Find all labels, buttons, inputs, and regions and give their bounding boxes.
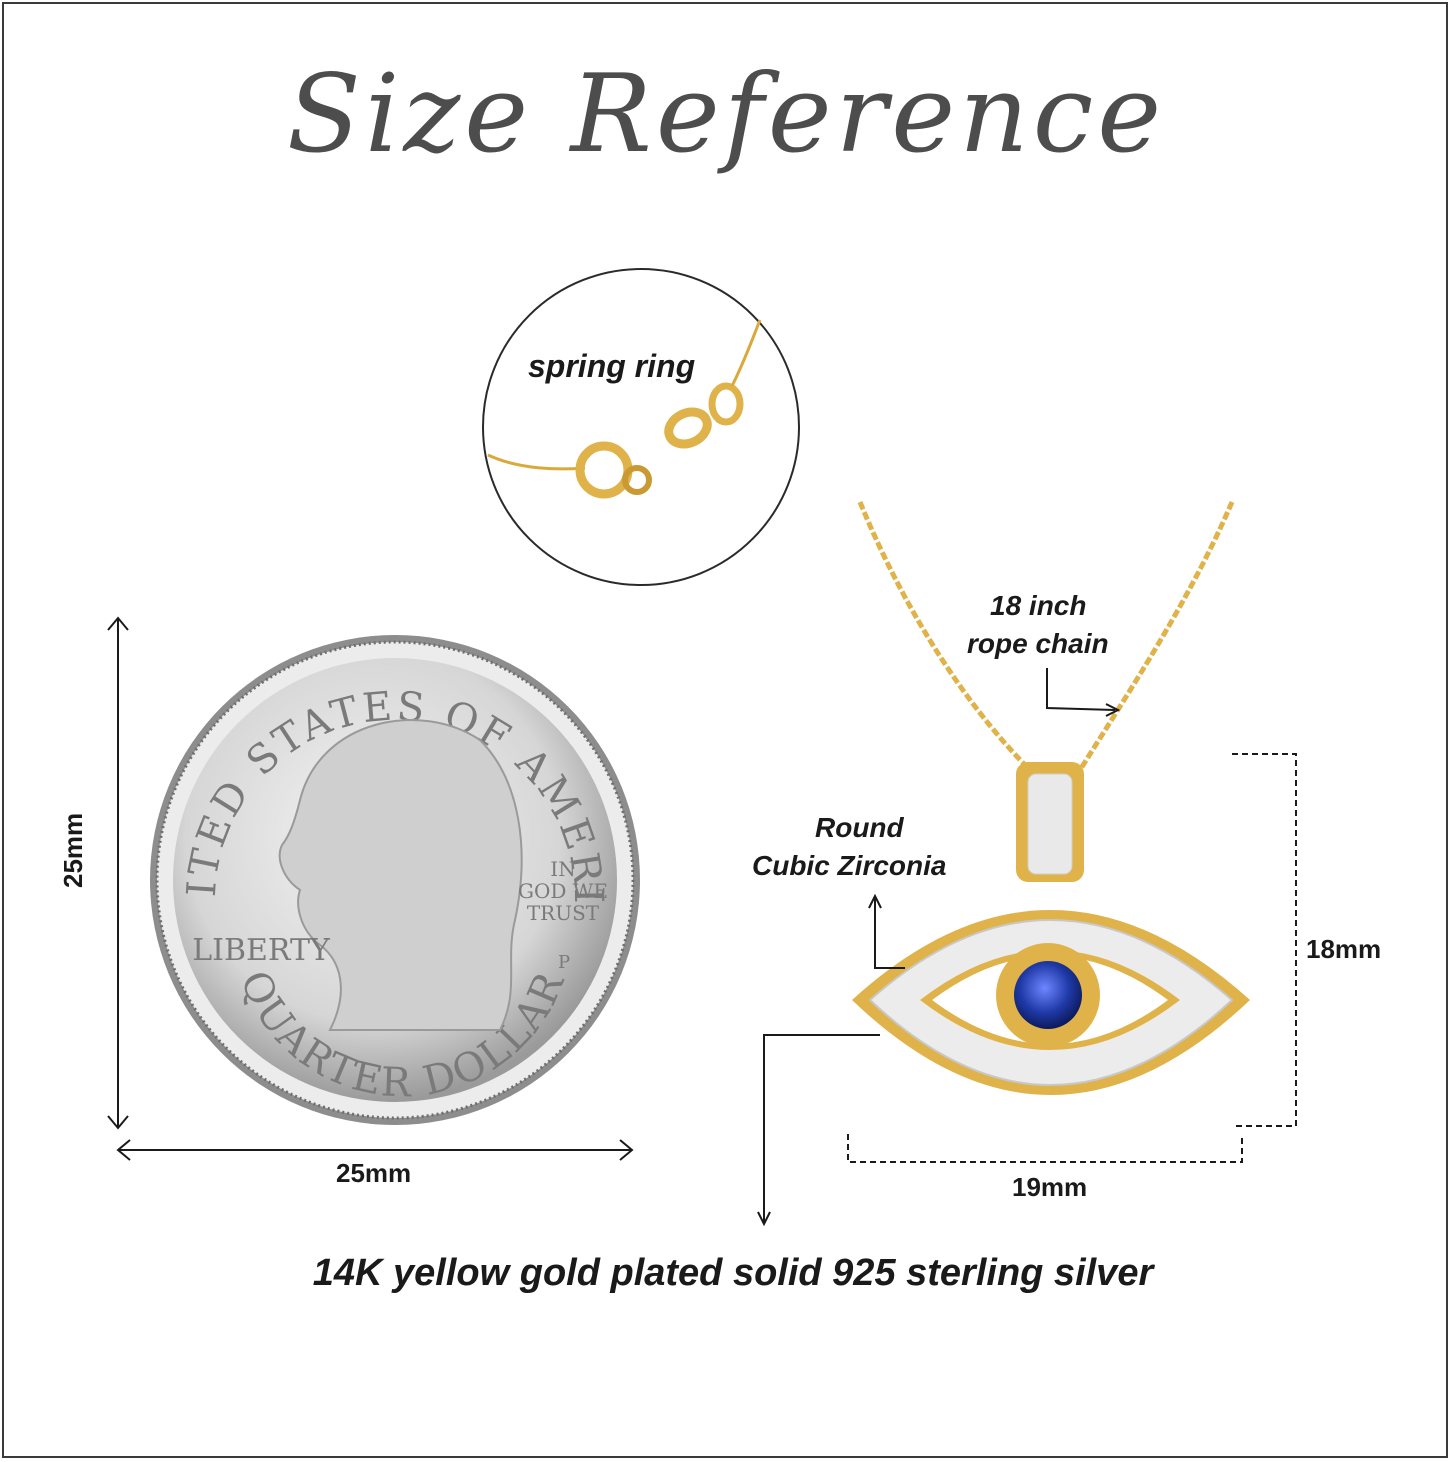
pendant-width-bracket bbox=[847, 1134, 1243, 1163]
coin-motto-1: IN bbox=[550, 857, 575, 881]
pendant-height-bracket bbox=[1232, 753, 1297, 1127]
portrait-silhouette bbox=[278, 719, 523, 1031]
stone-label-line1: Round bbox=[815, 812, 904, 843]
coin-width-arrow bbox=[116, 1139, 634, 1161]
stone-label-arrow bbox=[868, 893, 905, 969]
material-caption: 14K yellow gold plated solid 925 sterlin… bbox=[312, 1252, 1154, 1294]
sapphire-stone bbox=[1014, 961, 1082, 1029]
clasp-detail-circle bbox=[482, 268, 800, 586]
coin-width-label: 25mm bbox=[336, 1158, 412, 1188]
evil-eye-pendant-image bbox=[852, 762, 1250, 1095]
coin-motto-2: GOD WE bbox=[518, 879, 608, 903]
chain-label-arrow bbox=[1046, 668, 1121, 717]
quarter-coin-image: UNITED STATES OF AMERICA QUARTER DOLLAR … bbox=[0, 0, 640, 1125]
page-title: Size Reference bbox=[286, 52, 1166, 177]
chain-label-line2: rope chain bbox=[967, 628, 1109, 659]
rope-chain-image bbox=[857, 501, 1235, 772]
coin-mint-mark: P bbox=[558, 952, 570, 973]
coin-motto-3: TRUST bbox=[527, 901, 600, 925]
pendant-height-label: 18mm bbox=[1306, 934, 1382, 964]
metal-label-arrow bbox=[757, 1034, 880, 1227]
stone-label-line2: Cubic Zirconia bbox=[752, 850, 947, 881]
coin-liberty: LIBERTY bbox=[192, 933, 331, 968]
pendant-width-label: 19mm bbox=[1012, 1172, 1088, 1202]
coin-height-arrow bbox=[107, 616, 129, 1130]
chain-label-line1: 18 inch bbox=[990, 590, 1087, 621]
clasp-label: spring ring bbox=[528, 348, 696, 384]
coin-height-label: 25mm bbox=[58, 812, 88, 888]
